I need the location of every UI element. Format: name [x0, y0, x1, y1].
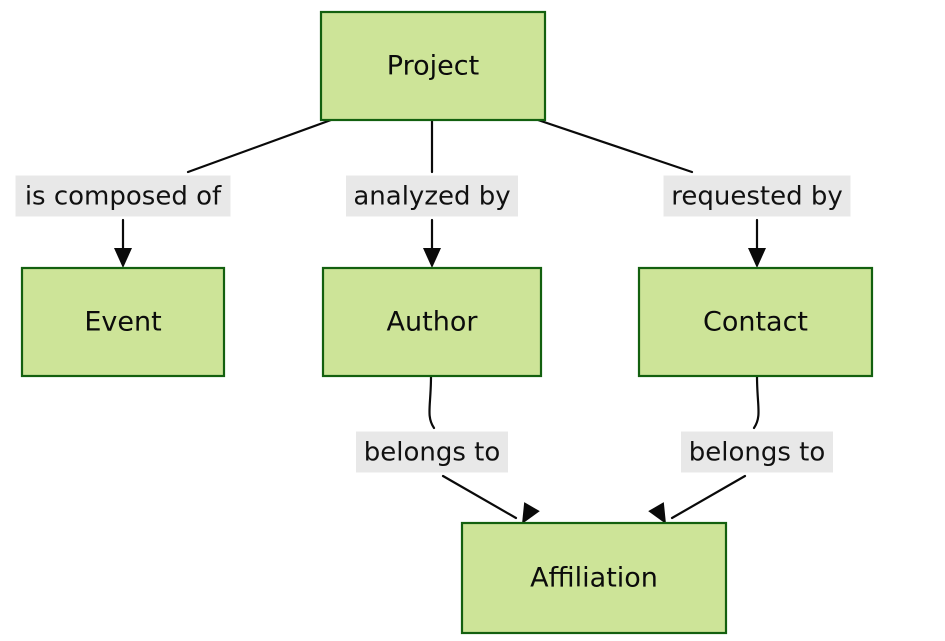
edge-project-event: [114, 118, 333, 268]
entity-box[interactable]: [319, 10, 547, 122]
entity-box[interactable]: [460, 521, 728, 635]
edge-author-affiliation: [428, 374, 540, 524]
entity-label: Affiliation: [530, 563, 658, 594]
entity-label: Author: [387, 307, 479, 338]
entity-box[interactable]: [637, 266, 874, 378]
entity-box[interactable]: [321, 266, 543, 378]
edge-project-author: [423, 118, 441, 268]
edge-line: [428, 374, 518, 520]
entity-node-event[interactable]: Event: [20, 266, 226, 378]
arrowhead-icon: [423, 248, 441, 268]
entity-node-affiliation[interactable]: Affiliation: [460, 521, 728, 635]
edge-label-text: belongs to: [689, 438, 826, 468]
arrowhead-icon: [114, 248, 132, 268]
edge-project-contact: [536, 118, 766, 268]
edge-labels-layer: is composed of analyzed by requested by bel…: [15, 175, 851, 473]
edge-label-text: is composed of: [25, 182, 222, 212]
entity-node-project[interactable]: Project: [319, 10, 547, 122]
entity-label: Project: [387, 51, 479, 82]
edge-label-author-affiliation: belongs to: [356, 431, 508, 473]
edge-label-contact-affiliation: belongs to: [681, 431, 833, 473]
arrowhead-icon: [522, 502, 540, 524]
arrowhead-icon: [748, 248, 766, 268]
edge-line: [670, 374, 760, 520]
edge-label-background: [663, 175, 851, 217]
edge-label-background: [346, 175, 518, 217]
edge-label-background: [15, 175, 231, 217]
edge-label-text: requested by: [671, 182, 843, 212]
edge-label-text: belongs to: [364, 438, 501, 468]
edge-label-project-event: is composed of: [15, 175, 231, 217]
entity-node-author[interactable]: Author: [321, 266, 543, 378]
entity-label: Contact: [703, 307, 808, 338]
edge-contact-affiliation: [648, 374, 760, 524]
edge-label-background: [356, 431, 508, 473]
arrowhead-icon: [648, 502, 666, 524]
edge-label-project-author: analyzed by: [346, 175, 518, 217]
entity-box[interactable]: [20, 266, 226, 378]
edge-label-text: analyzed by: [353, 182, 510, 212]
entity-label: Event: [84, 307, 161, 338]
edge-label-project-contact: requested by: [663, 175, 851, 217]
edge-label-background: [681, 431, 833, 473]
entity-node-contact[interactable]: Contact: [637, 266, 874, 378]
edges-layer: [114, 118, 766, 524]
